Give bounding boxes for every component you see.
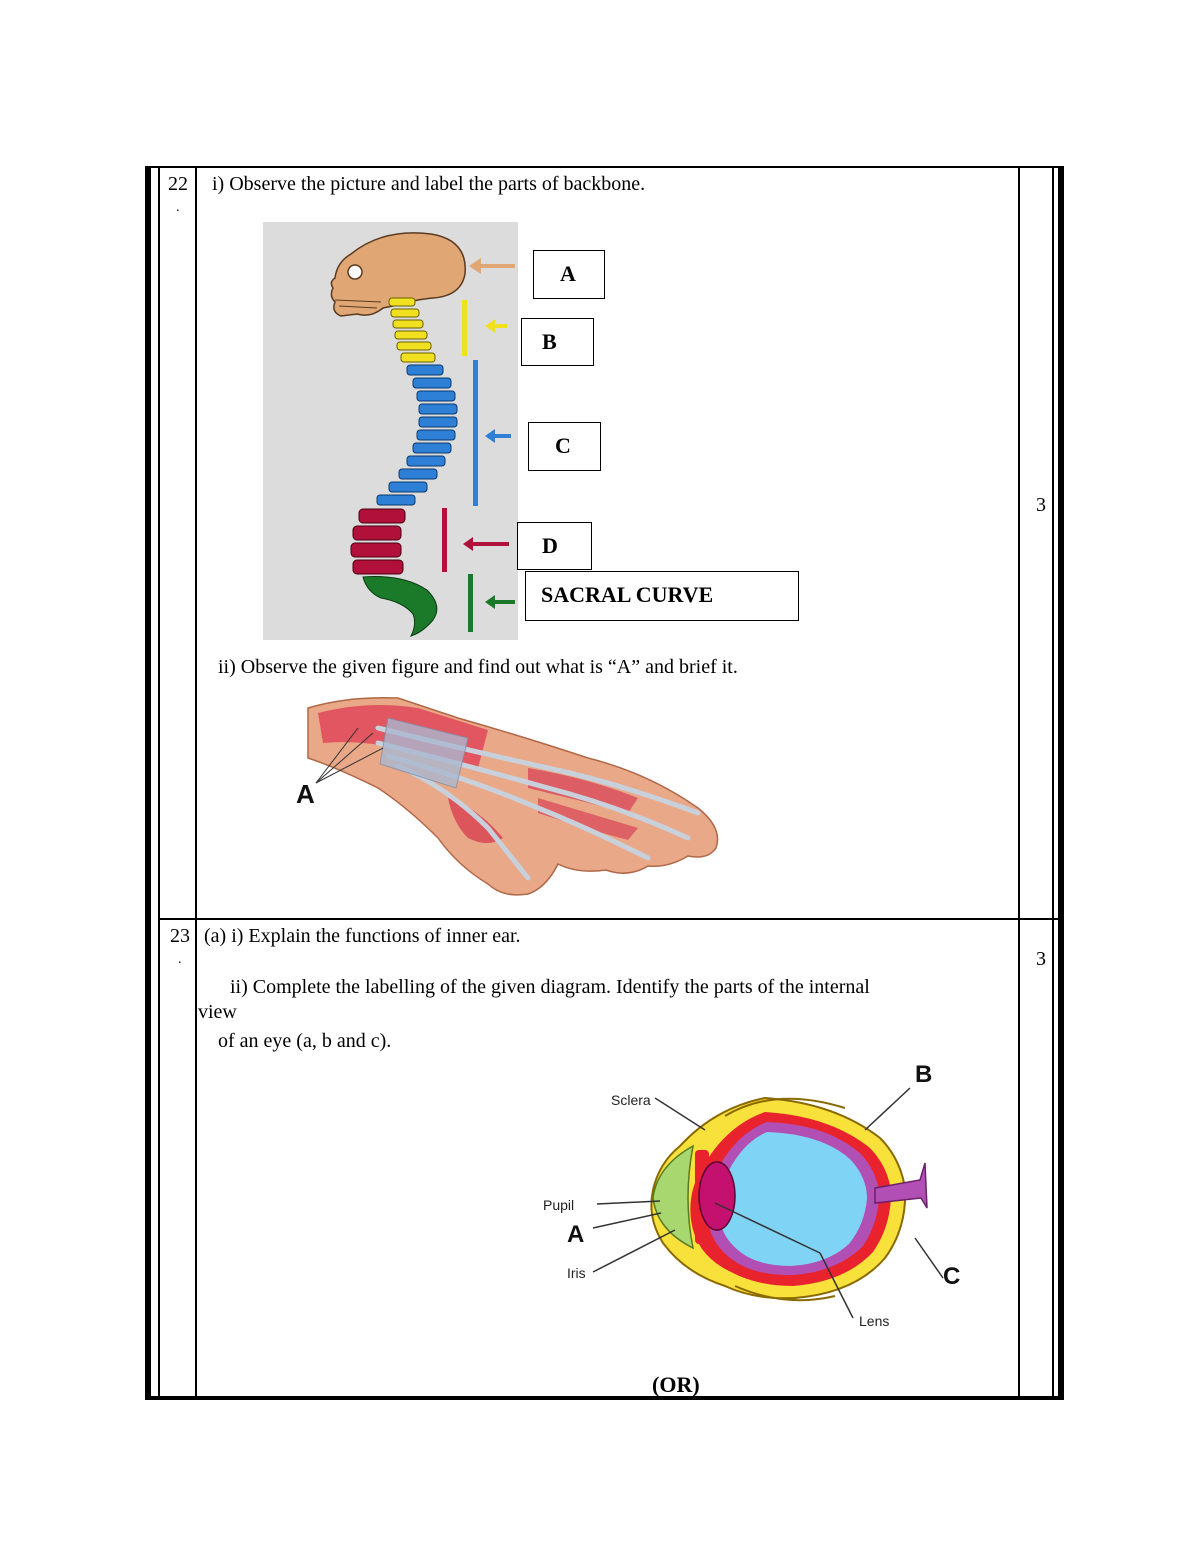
backbone-label-b-box: B [521,318,594,366]
eye-label-sclera: Sclera [611,1092,651,1108]
backbone-figure [263,222,518,640]
eye-label-a: A [567,1221,584,1248]
hand-tendon-figure: A [296,696,719,896]
eye-label-pupil: Pupil [543,1197,574,1213]
eye-label-c: C [943,1263,960,1290]
question-23-marks: 3 [1036,948,1046,970]
question-22-dot: . [176,200,180,215]
question-23-part-a: (a) i) Explain the functions of inner ea… [204,925,521,947]
table-top-border [145,166,1064,168]
question-23-part-ii-line2: view [198,1001,237,1023]
table-left-border-thin [158,166,160,1400]
or-separator: (OR) [652,1372,700,1397]
table-right-border-thin [1052,166,1054,1400]
eye-label-lens: Lens [859,1313,889,1329]
eye-label-iris: Iris [567,1265,586,1281]
hand-label-a: A [296,779,315,809]
table-right-border-thick [1058,166,1064,1400]
eye-label-b: B [915,1061,932,1088]
question-22-part-i: i) Observe the picture and label the par… [212,173,646,195]
table-left-border-thick [145,166,151,1400]
table-col-divider-1 [195,166,197,1400]
question-23-part-ii-line1: ii) Complete the labelling of the given … [230,976,870,998]
backbone-label-a-box: A [533,250,605,299]
question-22-number: 22 [168,173,188,195]
table-bottom-border [145,1396,1064,1400]
backbone-label-sacral-box: SACRAL CURVE [525,571,799,621]
eye-diagram: Sclera Pupil A Iris B C Lens [543,1061,960,1329]
table-col-divider-2 [1018,166,1020,1400]
backbone-label-c-box: C [528,422,601,471]
table-row-divider [158,918,1058,920]
question-22-part-ii: ii) Observe the given figure and find ou… [218,656,738,678]
question-23-number: 23 [170,925,190,947]
backbone-label-d-box: D [517,522,592,570]
question-22-marks: 3 [1036,494,1046,516]
question-23-part-ii-line3: of an eye (a, b and c). [218,1030,392,1052]
question-23-dot: . [178,952,182,967]
